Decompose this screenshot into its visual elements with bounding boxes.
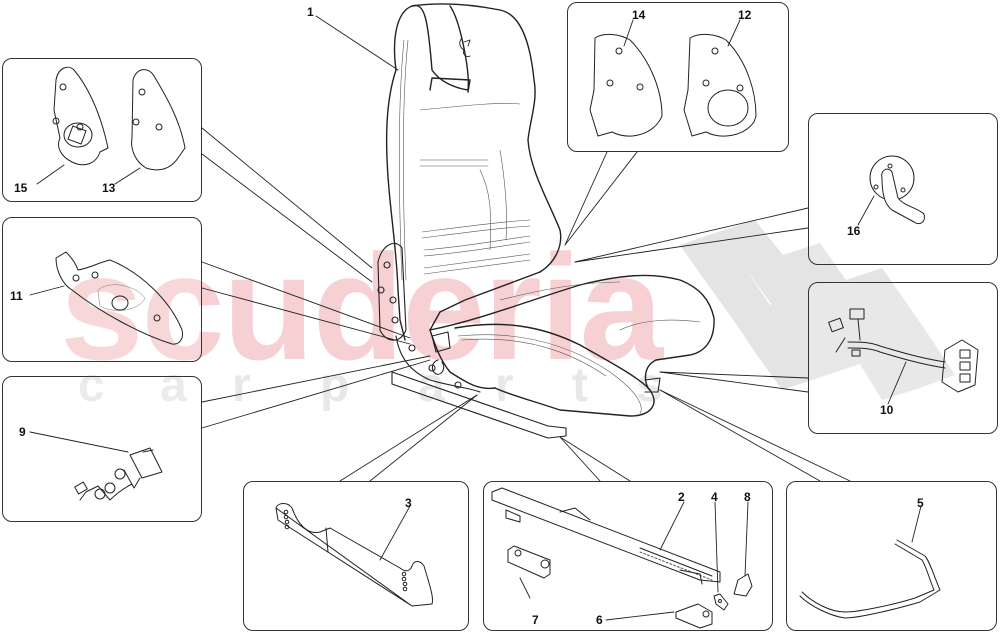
callout-9: 9 bbox=[19, 425, 26, 439]
callout-10: 10 bbox=[880, 403, 894, 417]
callout-4: 4 bbox=[711, 490, 718, 504]
callout-3: 3 bbox=[405, 496, 412, 510]
callout-14: 14 bbox=[632, 8, 646, 22]
scuderia-watermark: scuderia bbox=[60, 223, 663, 391]
callout-6: 6 bbox=[596, 613, 603, 627]
callout-7: 7 bbox=[532, 613, 539, 627]
callout-16: 16 bbox=[847, 224, 861, 238]
watermark-letter: a bbox=[160, 359, 187, 412]
box-3 bbox=[243, 481, 469, 631]
box-16 bbox=[808, 113, 998, 265]
box-2-4-6-7-8 bbox=[483, 481, 773, 631]
watermark-letter: s bbox=[636, 359, 663, 412]
prancing-horse-logo bbox=[459, 37, 471, 57]
watermark-letter: c bbox=[78, 359, 105, 412]
callout-2: 2 bbox=[678, 490, 685, 504]
watermark-letter: t bbox=[572, 359, 588, 412]
box-15-13 bbox=[2, 58, 202, 202]
watermark-letter: r bbox=[232, 359, 251, 412]
callout-13: 13 bbox=[102, 181, 116, 195]
callout-1: 1 bbox=[307, 5, 314, 19]
callout-11: 11 bbox=[10, 289, 23, 303]
callout-5: 5 bbox=[917, 496, 924, 510]
box-11 bbox=[2, 217, 202, 362]
callout-15: 15 bbox=[14, 181, 28, 195]
callout-8: 8 bbox=[744, 490, 751, 504]
watermark-letter: r bbox=[495, 359, 514, 412]
callout-12: 12 bbox=[738, 8, 752, 22]
box-14-12 bbox=[567, 2, 789, 152]
box-9 bbox=[2, 376, 202, 522]
